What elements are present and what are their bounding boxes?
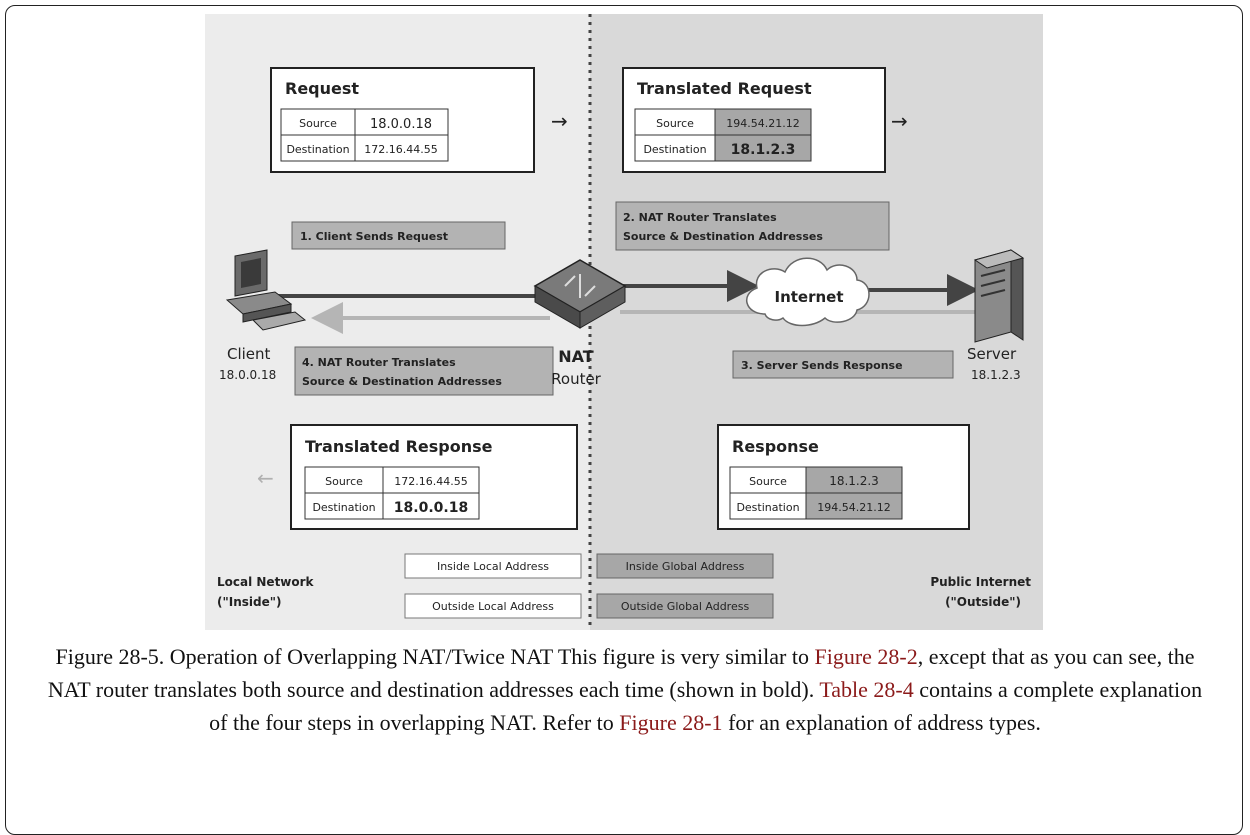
request-destination-value: 172.16.44.55 (364, 143, 437, 156)
server-ip: 18.1.2.3 (971, 368, 1021, 382)
step3-text: 3. Server Sends Response (741, 359, 903, 372)
translated-request-destination-label: Destination (643, 143, 706, 156)
client-computer-icon (225, 249, 307, 331)
server-label: Server (967, 345, 1017, 363)
translated-response-source-label: Source (325, 475, 363, 488)
response-title: Response (732, 437, 819, 456)
step2-box (615, 201, 890, 251)
response-source-value: 18.1.2.3 (829, 474, 879, 488)
step3-box (732, 350, 954, 379)
translated-response-arrow: ← (257, 466, 274, 490)
translated-request-box: Translated Request Source 194.54.21.12 D… (622, 67, 886, 173)
router-label-line2: Router (551, 370, 602, 388)
legend-inside-local (404, 553, 582, 579)
step4-box (294, 346, 554, 396)
public-internet-label-line1: Public Internet (930, 575, 1031, 589)
legend-outside-global (596, 593, 774, 619)
caption-text-2: , except that as you can see, the NAT ro… (47, 644, 1195, 702)
legend-inside-global-text: Inside Global Address (626, 560, 745, 573)
response-box: Response Source 18.1.2.3 Destination 194… (717, 424, 970, 530)
internet-label: Internet (774, 288, 843, 306)
figure-caption: Figure 28-5. Operation of Overlapping NA… (40, 640, 1210, 739)
client-label: Client (227, 345, 271, 363)
link-figure-28-2[interactable]: Figure 28-2 (814, 644, 918, 669)
public-internet-label-line2: ("Outside") (945, 595, 1021, 609)
legend-outside-global-text: Outside Global Address (621, 600, 750, 613)
nat-diagram: Request Source 18.0.0.18 Destination 172… (205, 14, 1043, 630)
caption-text-4: for an explanation of address types. (722, 710, 1041, 735)
request-arrow: → (551, 109, 568, 133)
request-title: Request (285, 79, 359, 98)
caption-text-3: contains a complete explanation of the f… (209, 677, 1203, 735)
step2-text-line2: Source & Destination Addresses (623, 230, 823, 243)
translated-response-source-value: 172.16.44.55 (394, 475, 467, 488)
request-destination-label: Destination (286, 143, 349, 156)
internet-cloud-icon (746, 257, 870, 327)
step4-text-line2: Source & Destination Addresses (302, 375, 502, 388)
translated-request-title: Translated Request (637, 79, 812, 98)
link-table-28-4[interactable]: Table 28-4 (819, 677, 914, 702)
translated-response-destination-label: Destination (312, 501, 375, 514)
request-box: Request Source 18.0.0.18 Destination 172… (270, 67, 535, 173)
legend-outside-local (404, 593, 582, 619)
local-network-label-line2: ("Inside") (217, 595, 281, 609)
request-source-value: 18.0.0.18 (370, 117, 432, 132)
legend-inside-global (596, 553, 774, 579)
translated-response-destination-value: 18.0.0.18 (394, 500, 468, 516)
response-destination-value: 194.54.21.12 (817, 501, 890, 514)
local-network-label-line1: Local Network (217, 575, 315, 589)
client-ip: 18.0.0.18 (219, 368, 276, 382)
request-source-label: Source (299, 117, 337, 130)
legend-inside-local-text: Inside Local Address (437, 560, 549, 573)
translated-request-source-label: Source (656, 117, 694, 130)
step1-text: 1. Client Sends Request (300, 230, 448, 243)
step2-text-line1: 2. NAT Router Translates (623, 211, 777, 224)
router-label-line1: NAT (558, 347, 594, 366)
translated-request-arrow: → (891, 109, 908, 133)
translated-response-title: Translated Response (305, 437, 493, 456)
legend-outside-local-text: Outside Local Address (432, 600, 554, 613)
translated-request-source-value: 194.54.21.12 (726, 117, 799, 130)
link-figure-28-1[interactable]: Figure 28-1 (619, 710, 723, 735)
translated-request-destination-value: 18.1.2.3 (731, 142, 796, 158)
translated-response-box: Translated Response Source 172.16.44.55 … (290, 424, 578, 530)
caption-text-1: Figure 28-5. Operation of Overlapping NA… (55, 644, 815, 669)
nat-router-icon (533, 259, 627, 329)
step1-box (291, 221, 506, 250)
response-source-label: Source (749, 475, 787, 488)
server-icon (973, 249, 1025, 343)
step4-text-line1: 4. NAT Router Translates (302, 356, 456, 369)
response-destination-label: Destination (736, 501, 799, 514)
